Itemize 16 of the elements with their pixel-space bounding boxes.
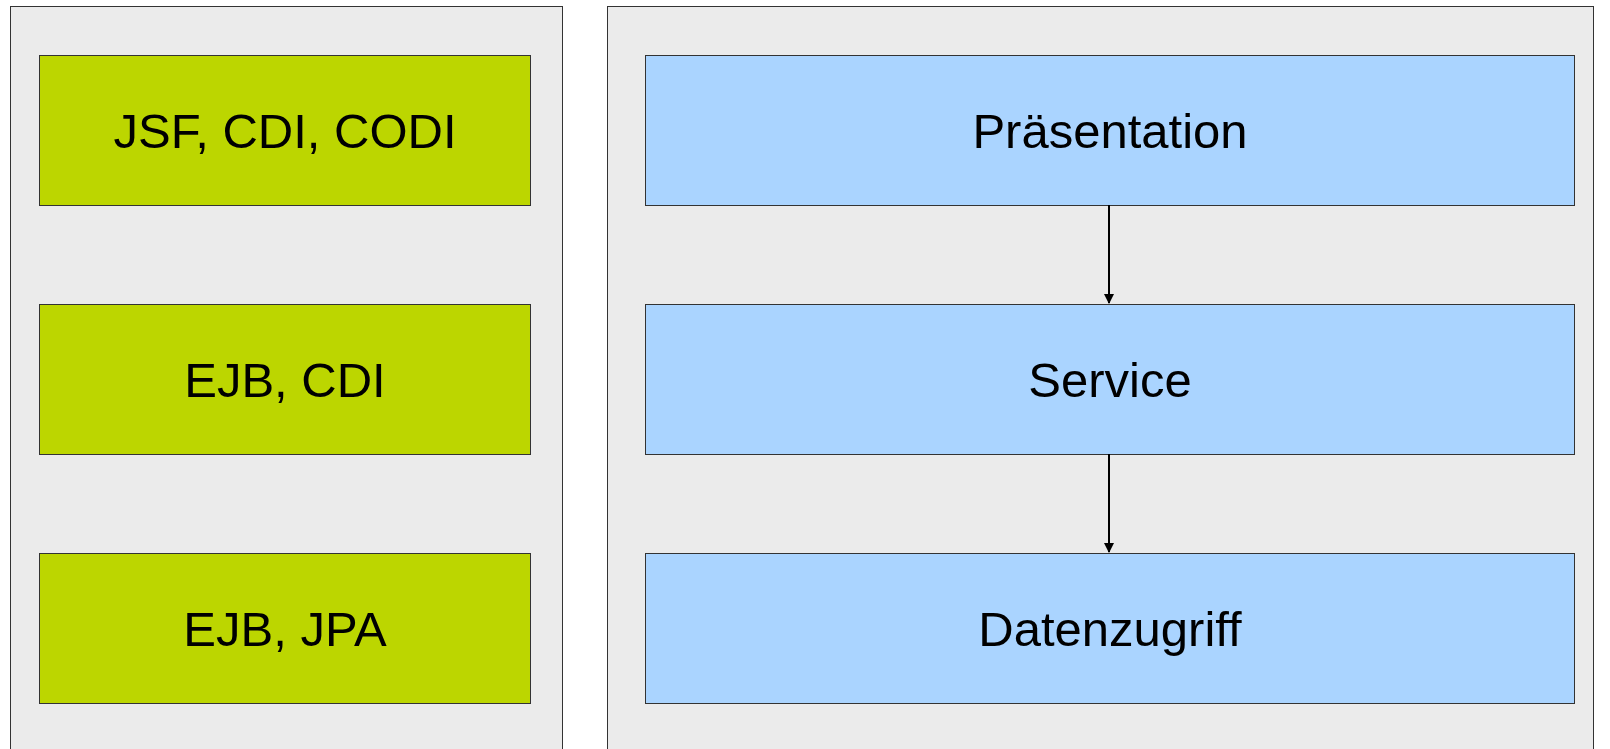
arrow (1104, 204, 1114, 304)
layer-label: EJB, CDI (184, 351, 386, 408)
layer-box (645, 553, 1575, 704)
layer-label: JSF, CDI, CODI (113, 102, 457, 159)
panel-background (10, 6, 563, 749)
layer-label: Präsentation (972, 102, 1248, 159)
layer-box (39, 55, 531, 206)
layer-label: Datenzugriff (978, 600, 1242, 657)
layer-box (645, 304, 1575, 455)
layer-label: EJB, JPA (183, 600, 387, 657)
arrow (1104, 453, 1114, 553)
layer-box (645, 55, 1575, 206)
layer-box (39, 553, 531, 704)
layer-box (39, 304, 531, 455)
layer-label: Service (1028, 351, 1192, 408)
panel-background (607, 6, 1594, 749)
